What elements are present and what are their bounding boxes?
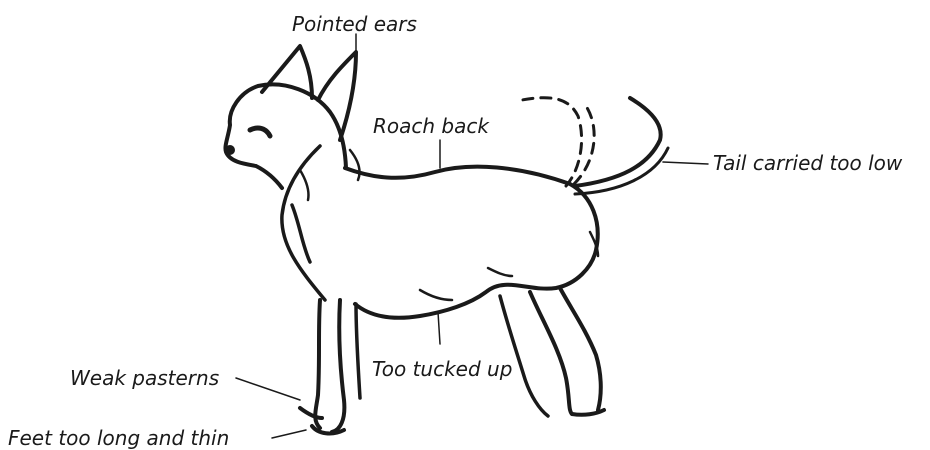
label-weak-pasterns: Weak pasterns xyxy=(70,368,219,388)
dog-tail-inner xyxy=(575,148,668,194)
dog-eye xyxy=(250,128,270,136)
dog-hind-foot xyxy=(572,410,604,415)
label-roach-back: Roach back xyxy=(373,116,489,136)
dog-body-outline xyxy=(345,167,598,318)
leader-tucked-up xyxy=(438,312,440,344)
dog-front-leg-near xyxy=(315,300,344,432)
leader-tail xyxy=(663,162,708,164)
leader-feet xyxy=(272,430,306,438)
dog-front-leg-far xyxy=(356,304,360,398)
leader-weak-pasterns xyxy=(236,378,300,400)
label-too-tucked-up: Too tucked up xyxy=(372,359,512,379)
dog-shading xyxy=(300,150,598,300)
label-tail-carried-too-low: Tail carried too low xyxy=(713,153,902,173)
label-feet-too-long-and-thin: Feet too long and thin xyxy=(8,428,229,448)
dog-hind-leg-near xyxy=(530,288,601,414)
dog-chest xyxy=(282,146,325,300)
dog-head xyxy=(225,84,346,188)
label-pointed-ears: Pointed ears xyxy=(292,14,417,34)
dog-nose xyxy=(225,145,235,155)
